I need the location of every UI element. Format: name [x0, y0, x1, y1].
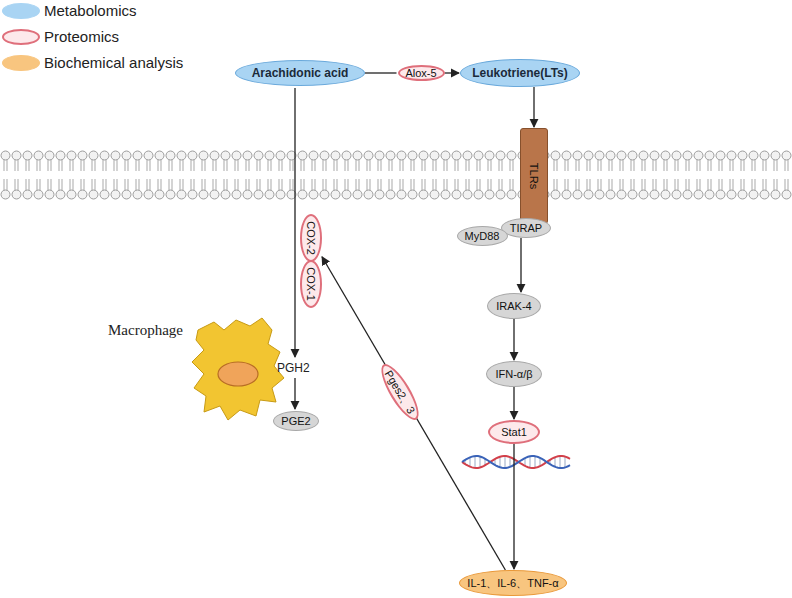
cytokine-ellipse: IFN-α/β [486, 361, 542, 387]
dna-helix [462, 456, 570, 468]
metabolite-label: PGH2 [277, 361, 310, 375]
enzyme-ellipse: Alox-5 [398, 65, 445, 81]
node-label: PGE2 [281, 415, 310, 427]
node-label: Leukotriene(LTs) [472, 66, 568, 80]
arrow-connector [520, 238, 521, 292]
node-label: TIRAP [510, 222, 542, 234]
legend-text: Proteomics [44, 28, 119, 45]
dna-rung [505, 456, 506, 468]
dna-rung [475, 456, 476, 468]
arrow-line [294, 88, 295, 357]
dna-rung [565, 457, 566, 468]
legend-swatch [2, 3, 40, 19]
enzyme-ellipse: COX-2 [300, 214, 322, 262]
arrow-connector [322, 257, 505, 570]
cytokine-ellipse: IL-1、IL-6、TNF-α [459, 570, 567, 596]
adaptor-ellipse: TIRAP [501, 218, 551, 238]
metabolite-ellipse: Leukotriene(LTs) [460, 59, 580, 87]
node-label: TLRs [528, 163, 540, 189]
arrow-connector [513, 319, 514, 360]
dna-rung [500, 457, 501, 468]
node-label: Alox-5 [405, 67, 436, 79]
node-label: COX-1 [305, 267, 317, 301]
arrow-connector [445, 72, 460, 73]
legend-text: Metabolomics [44, 2, 137, 19]
legend-swatch [2, 55, 40, 71]
node-label: Pges2、3 [381, 367, 419, 416]
enzyme-ellipse: Pges2、3 [375, 359, 425, 424]
node-label: IL-1、IL-6、TNF-α [467, 576, 558, 591]
macrophage-label: Macrophage [108, 322, 183, 339]
macrophage-cell [192, 318, 284, 420]
legend-item: Biochemical analysis [2, 54, 183, 71]
protein-ellipse: Stat1 [488, 420, 540, 444]
legend-item: Metabolomics [2, 2, 137, 19]
node-label: MyD88 [465, 230, 500, 242]
dna-rung [480, 457, 481, 468]
dna-rung [535, 456, 536, 468]
legend-item: Proteomics [2, 28, 119, 45]
arrow-connector [513, 444, 514, 569]
node-label: COX-2 [305, 221, 317, 255]
macrophage-nucleus [218, 362, 258, 386]
dna-rung [555, 457, 556, 466]
arrow-connector [533, 87, 534, 127]
dna-rung [510, 457, 511, 467]
dna-rung [560, 456, 561, 468]
node-label: IRAK-4 [496, 300, 531, 312]
dna-strand [462, 456, 570, 468]
enzyme-ellipse: COX-1 [300, 260, 322, 308]
node-label: IFN-α/β [495, 368, 532, 380]
arrow-line [294, 378, 295, 409]
cell-membrane [0, 150, 792, 200]
kinase-ellipse: IRAK-4 [487, 293, 541, 319]
arrow-connector [365, 72, 397, 73]
node-label: Arachidonic acid [252, 66, 349, 80]
product-ellipse: PGE2 [273, 411, 319, 431]
dna-strand [462, 456, 570, 468]
legend-swatch [2, 29, 40, 45]
node-label: Stat1 [501, 426, 527, 438]
arrow-connector [513, 387, 514, 419]
dna-rung [530, 456, 531, 467]
receptor-bar: TLRs [520, 128, 548, 224]
dna-rung [470, 457, 471, 466]
adaptor-ellipse: MyD88 [457, 226, 508, 246]
metabolite-ellipse: Arachidonic acid [235, 60, 365, 86]
legend-text: Biochemical analysis [44, 54, 183, 71]
